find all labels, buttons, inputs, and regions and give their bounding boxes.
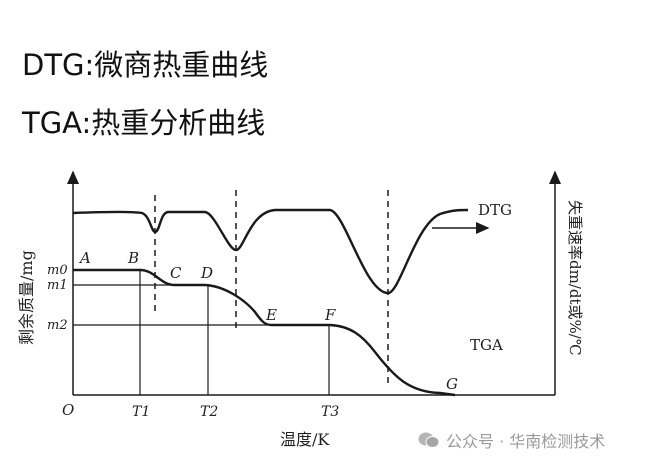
tick-t3: T3 bbox=[321, 404, 339, 420]
tga-label: TGA bbox=[470, 336, 503, 354]
tick-m0: m0 bbox=[47, 263, 68, 278]
wechat-icon bbox=[418, 432, 440, 448]
left-y-axis-label: 剩余质量/mg bbox=[17, 250, 36, 345]
tick-m2: m2 bbox=[47, 318, 68, 333]
point-f: F bbox=[324, 306, 336, 324]
tick-t1: T1 bbox=[132, 404, 150, 420]
point-d: D bbox=[200, 264, 213, 282]
tick-origin: O bbox=[62, 401, 74, 419]
tga-curve bbox=[73, 268, 456, 397]
tga-title: TGA:热重分析曲线 bbox=[22, 106, 266, 140]
point-g: G bbox=[446, 375, 458, 393]
watermark: 公众号 · 华南检测技术 bbox=[418, 428, 605, 452]
watermark-text: 公众号 · 华南检测技术 bbox=[446, 432, 606, 451]
dtg-label: DTG bbox=[478, 201, 512, 219]
dtg-curve bbox=[72, 208, 469, 295]
point-c: C bbox=[170, 264, 182, 282]
point-a: A bbox=[78, 249, 91, 267]
x-axis-label: 温度/K bbox=[280, 430, 330, 449]
point-e: E bbox=[265, 306, 277, 324]
point-b: B bbox=[127, 249, 139, 267]
right-y-axis-label: 失重速率dm/dt或%/℃ bbox=[566, 200, 584, 356]
tick-t2: T2 bbox=[200, 404, 218, 420]
tick-m1: m1 bbox=[47, 278, 68, 293]
dtg-title: DTG:微商热重曲线 bbox=[22, 48, 269, 82]
